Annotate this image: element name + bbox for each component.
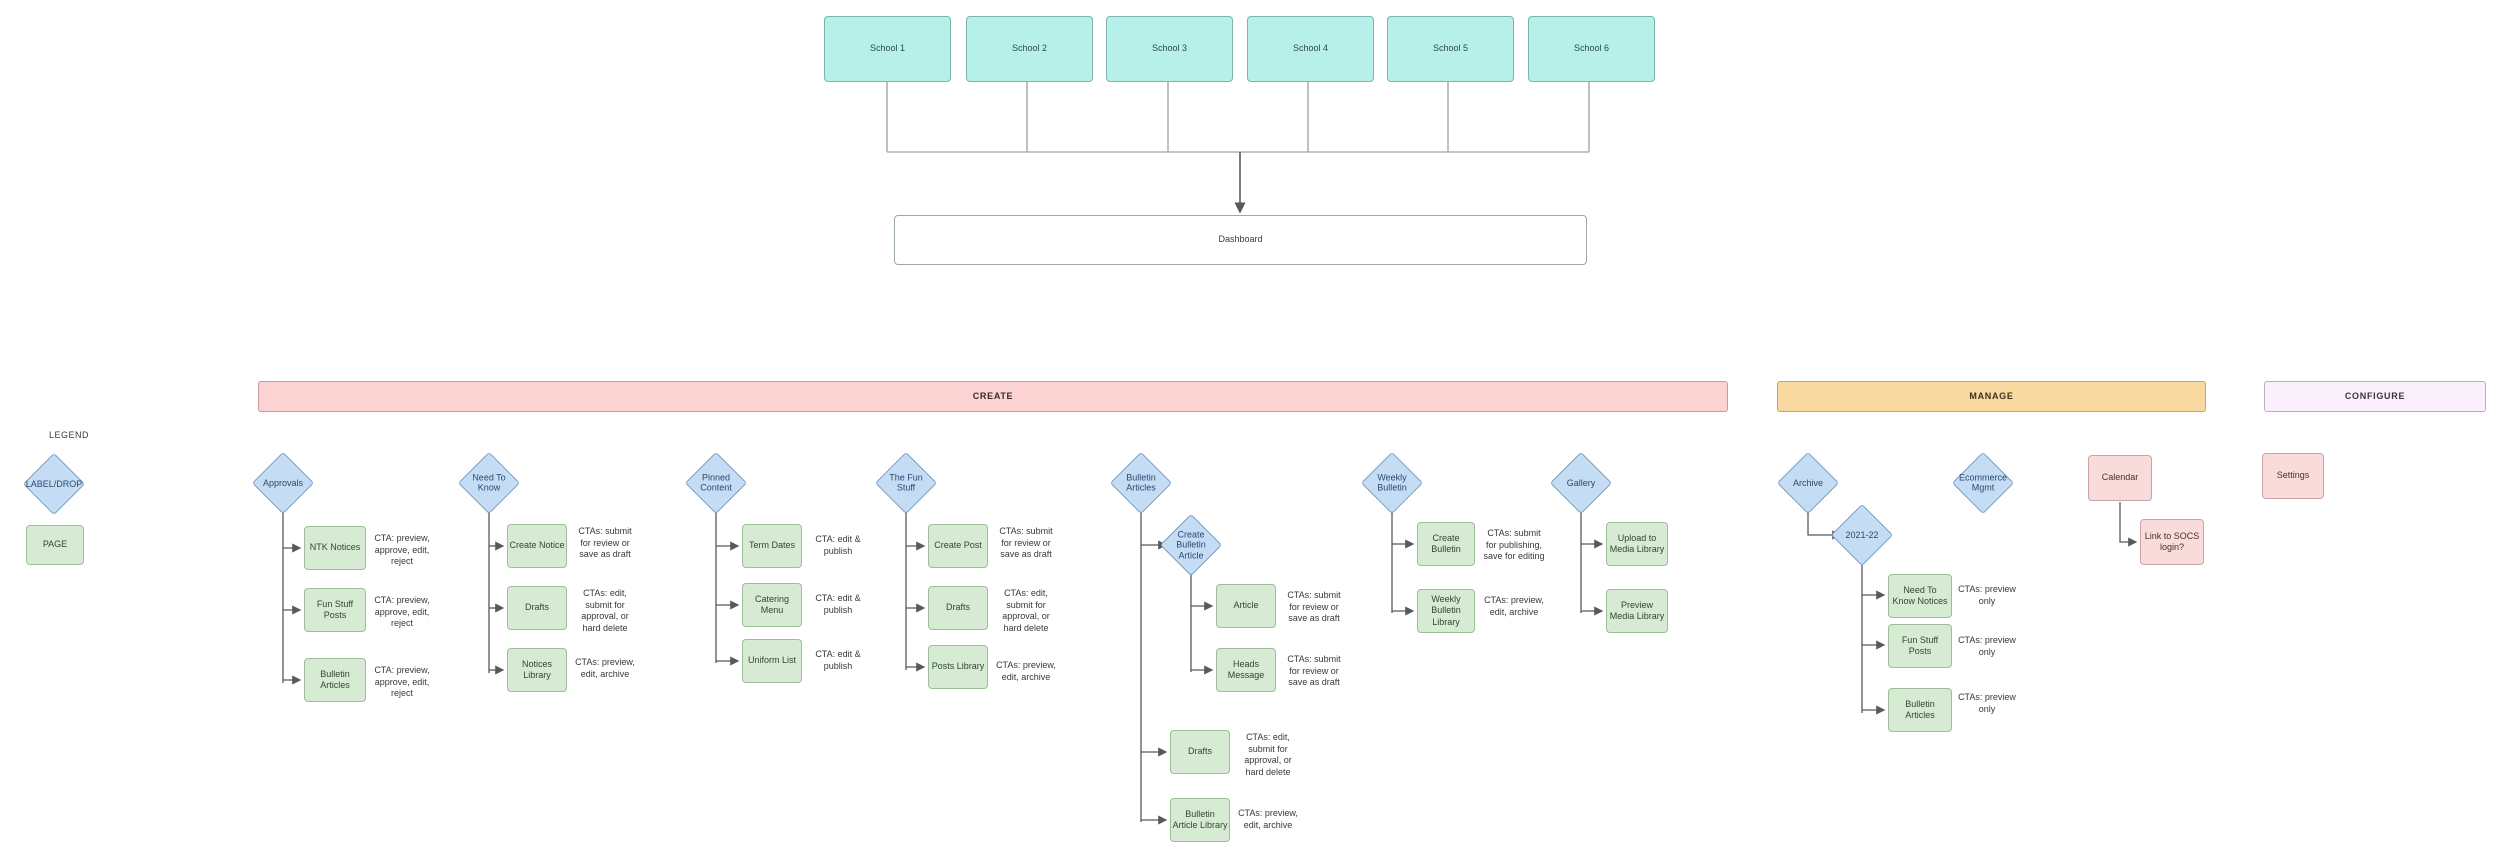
cta-text: CTAs: submit for review or save as draft <box>1287 654 1341 688</box>
page-bulletin-drafts[interactable]: Drafts <box>1170 730 1230 774</box>
cta-text: CTAs: preview only <box>1958 635 2016 657</box>
cta-text: CTA: preview, approve, edit, reject <box>374 665 430 699</box>
dashboard-box[interactable]: Dashboard <box>894 215 1587 265</box>
page-ntk-drafts[interactable]: Drafts <box>507 586 567 630</box>
cta-text: CTA: preview, approve, edit, reject <box>374 595 430 629</box>
node-approvals-label: Approvals <box>262 477 304 488</box>
cta-text: CTA: edit & publish <box>815 593 861 615</box>
cta-text: CTAs: edit, submit for approval, or hard… <box>1244 732 1292 778</box>
cta-text: CTAs: preview, edit, archive <box>996 660 1056 682</box>
node-archive-year-label: 2021-22 <box>1845 529 1879 540</box>
legend-page-box: PAGE <box>26 525 84 565</box>
cta-text: CTAs: edit, submit for approval, or hard… <box>1002 588 1050 634</box>
school-box[interactable]: School 3 <box>1106 16 1233 82</box>
page-posts-library[interactable]: Posts Library <box>928 645 988 689</box>
school-box[interactable]: School 2 <box>966 16 1093 82</box>
school-box[interactable]: School 4 <box>1247 16 1374 82</box>
page-fun-stuff-drafts[interactable]: Drafts <box>928 586 988 630</box>
page-article[interactable]: Article <box>1216 584 1276 628</box>
school-box[interactable]: School 5 <box>1387 16 1514 82</box>
page-settings[interactable]: Settings <box>2262 453 2324 499</box>
school-box[interactable]: School 1 <box>824 16 951 82</box>
cta-text: CTAs: submit for publishing, save for ed… <box>1483 528 1545 562</box>
page-create-notice[interactable]: Create Notice <box>507 524 567 568</box>
node-gallery[interactable]: Gallery <box>1549 451 1613 515</box>
cta-text: CTAs: preview only <box>1958 692 2016 714</box>
banner-configure[interactable]: CONFIGURE <box>2264 381 2486 412</box>
node-archive[interactable]: Archive <box>1776 451 1840 515</box>
cta-text: CTAs: preview, edit, archive <box>575 657 635 679</box>
cta-text: CTAs: preview only <box>1958 584 2016 606</box>
cta-text: CTA: edit & publish <box>815 534 861 556</box>
banner-create[interactable]: CREATE <box>258 381 1728 412</box>
cta-text: CTAs: preview, edit, archive <box>1484 595 1544 617</box>
cta-text: CTAs: submit for review or save as draft <box>999 526 1053 560</box>
node-archive-year[interactable]: 2021-22 <box>1830 503 1894 567</box>
cta-text: CTAs: preview, edit, archive <box>1238 808 1298 830</box>
node-gallery-label: Gallery <box>1566 477 1596 488</box>
page-term-dates[interactable]: Term Dates <box>742 524 802 568</box>
legend-diamond-label: LABEL/DROP <box>25 478 83 489</box>
legend-diamond: LABEL/DROP <box>22 452 86 516</box>
cta-text: CTA: edit & publish <box>815 649 861 671</box>
legend-title: LEGEND <box>48 430 89 440</box>
cta-text: CTAs: submit for review or save as draft <box>1287 590 1341 624</box>
cta-text: CTAs: edit, submit for approval, or hard… <box>581 588 629 634</box>
banner-manage[interactable]: MANAGE <box>1777 381 2206 412</box>
node-archive-label: Archive <box>1792 477 1823 488</box>
page-uniform-list[interactable]: Uniform List <box>742 639 802 683</box>
cta-text: CTA: preview, approve, edit, reject <box>374 533 430 567</box>
cta-text: CTAs: submit for review or save as draft <box>578 526 632 560</box>
page-create-post[interactable]: Create Post <box>928 524 988 568</box>
page-ntk-notices[interactable]: NTK Notices <box>304 526 366 570</box>
page-calendar[interactable]: Calendar <box>2088 455 2152 501</box>
node-approvals[interactable]: Approvals <box>251 451 315 515</box>
school-box[interactable]: School 6 <box>1528 16 1655 82</box>
